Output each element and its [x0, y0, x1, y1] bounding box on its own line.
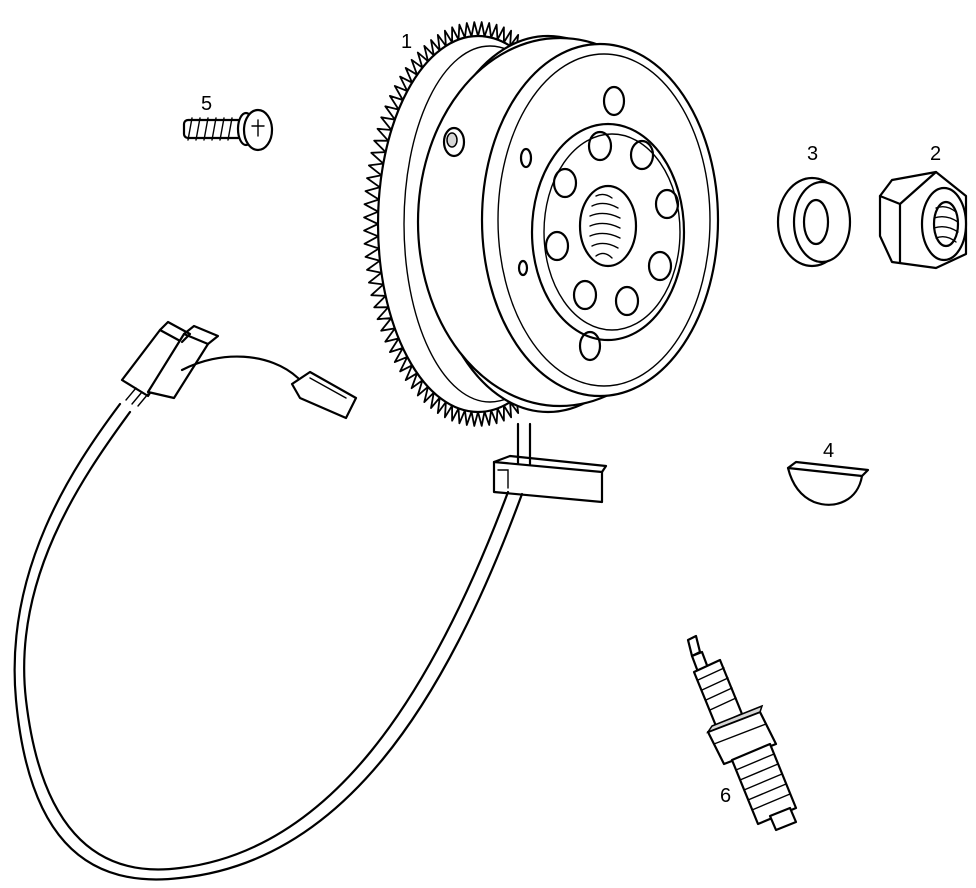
- callout-2: 2: [930, 143, 941, 165]
- callout-3: 3: [807, 143, 818, 165]
- callout-4: 4: [823, 440, 834, 462]
- callout-1: 1: [401, 31, 412, 53]
- wiring-harness: [13, 320, 608, 881]
- hex-nut: [878, 170, 968, 270]
- hub-bolt-holes: [544, 130, 680, 317]
- flywheel-rotor: [363, 21, 720, 427]
- washer: [776, 176, 852, 268]
- center-bore-thread: [589, 193, 621, 259]
- screw: [182, 108, 274, 152]
- callout-5: 5: [201, 93, 212, 115]
- woodruff-key: [786, 460, 870, 506]
- callout-6: 6: [720, 785, 731, 807]
- spark-plug: [686, 634, 798, 832]
